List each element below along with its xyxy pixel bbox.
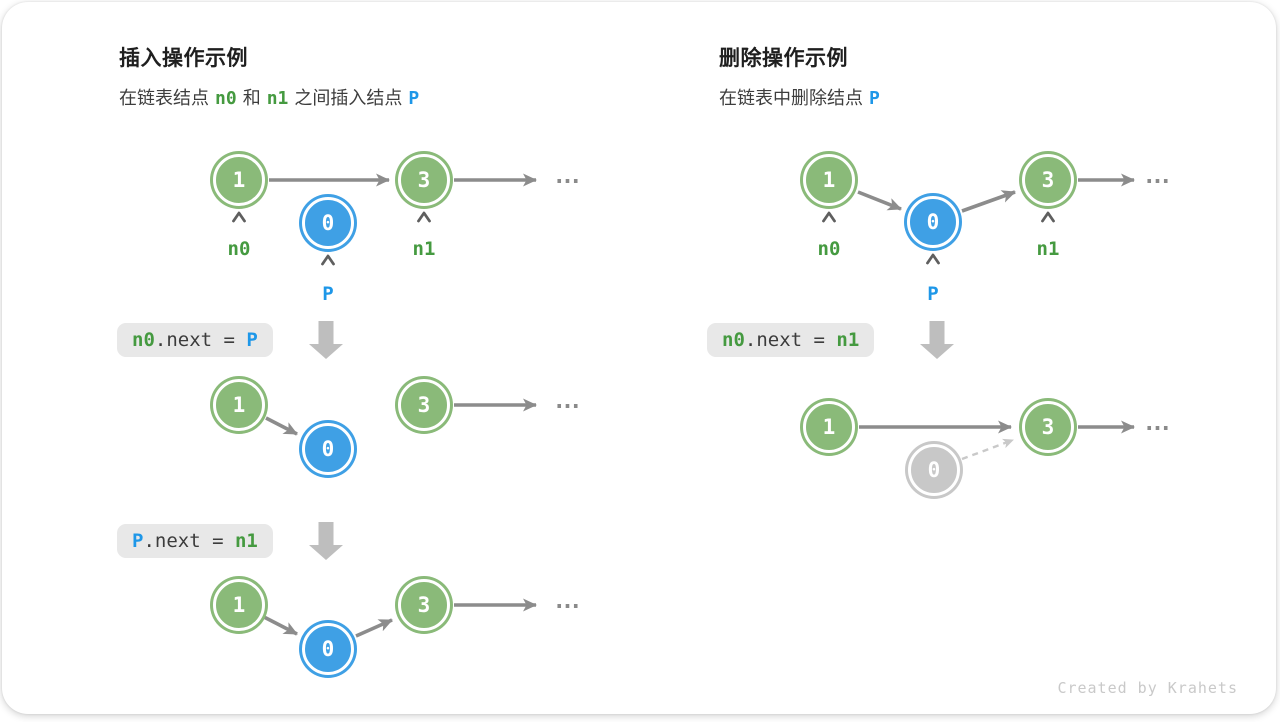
ellipsis: ... [1142, 164, 1173, 189]
list-node-1: 1 [213, 379, 265, 431]
list-node-3: 3 [398, 154, 450, 206]
list-node-3: 3 [398, 579, 450, 631]
code-var: n0 [722, 329, 745, 351]
code-op: .next = [154, 329, 247, 351]
credit-text: Created by Krahets [1057, 679, 1238, 697]
list-node-3: 3 [1022, 401, 1074, 453]
delete-subtitle: 在链表中删除结点 P [719, 84, 886, 110]
list-node-p: 0 [302, 623, 354, 675]
list-node-1: 1 [213, 154, 265, 206]
pointer-label-n0: n0 [227, 238, 251, 260]
ellipsis: ... [552, 164, 583, 189]
code-op: .next = [143, 530, 235, 552]
code-ref-n1: n1 [266, 88, 289, 109]
code-var: P [132, 530, 144, 552]
code-ref-n0: n0 [215, 88, 237, 109]
list-node-3: 3 [398, 379, 450, 431]
code-var: n1 [234, 530, 258, 552]
code-statement: P.next = n1 [117, 524, 273, 558]
list-node-p: 0 [302, 423, 354, 475]
list-node-p: 0 [302, 197, 354, 249]
subtitle-text: 之间插入结点 [294, 88, 403, 108]
ellipsis: ... [552, 589, 583, 614]
delete-title: 删除操作示例 [719, 47, 848, 70]
list-node-1: 1 [803, 401, 855, 453]
code-ref-p: P [408, 88, 420, 109]
pointer-label-p: P [322, 283, 334, 305]
pointer-label-n0: n0 [817, 238, 841, 260]
list-node-p-removed: 0 [908, 444, 960, 496]
insert-title: 插入操作示例 [119, 47, 248, 70]
list-node-1: 1 [803, 154, 855, 206]
code-statement: n0.next = n1 [707, 323, 875, 357]
pointer-label-n1: n1 [412, 238, 436, 260]
subtitle-text: 在链表中删除结点 [719, 88, 863, 108]
code-statement: n0.next = P [117, 323, 273, 357]
ellipsis: ... [1142, 411, 1173, 436]
list-node-p: 0 [907, 196, 959, 248]
code-ref-p: P [869, 88, 880, 109]
subtitle-text: 在链表结点 [119, 88, 209, 108]
pointer-label-n1: n1 [1036, 238, 1060, 260]
list-node-1: 1 [213, 579, 265, 631]
code-var: n1 [836, 329, 860, 351]
subtitle-text: 和 [242, 88, 261, 108]
code-var: n0 [132, 329, 155, 351]
code-var: P [246, 329, 258, 351]
ellipsis: ... [552, 389, 583, 414]
code-op: .next = [744, 329, 837, 351]
pointer-label-p: P [927, 283, 939, 305]
list-node-3: 3 [1022, 154, 1074, 206]
